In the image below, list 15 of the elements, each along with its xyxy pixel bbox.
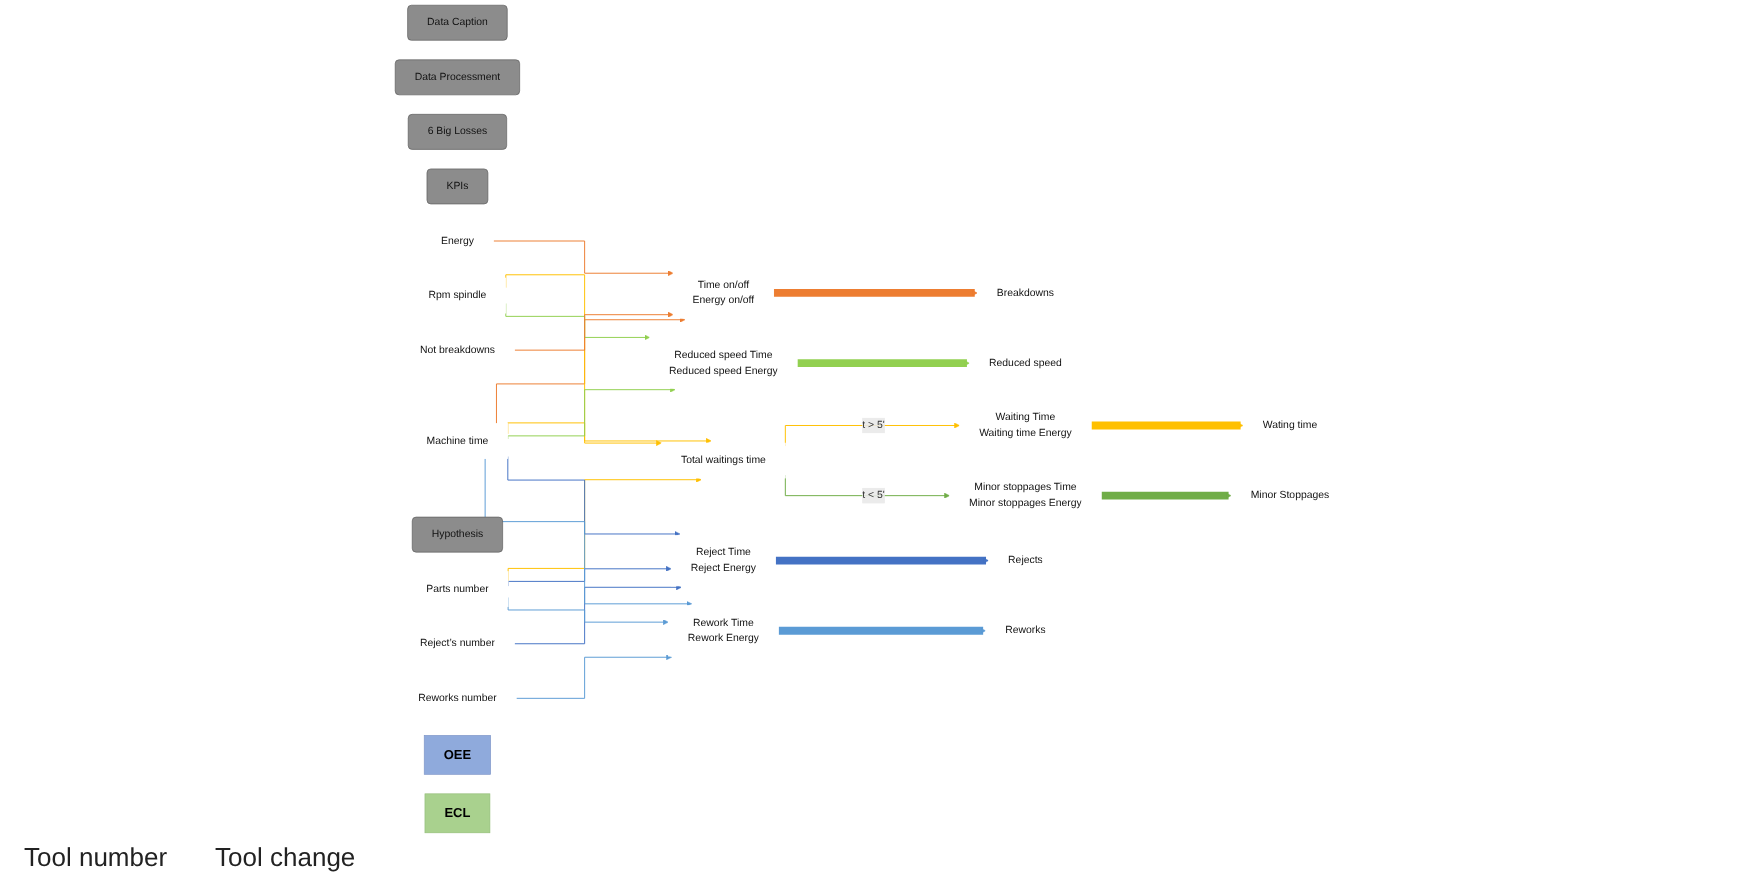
- arrow: [771, 556, 989, 565]
- arrow: [769, 289, 978, 297]
- node-box: [407, 114, 508, 150]
- node-box: [411, 516, 503, 553]
- arrow: [1087, 421, 1244, 430]
- node-box: [407, 4, 508, 41]
- bullet-item-text: Tool number: [24, 842, 168, 872]
- node-box: [424, 793, 491, 834]
- node-box: [394, 59, 521, 96]
- node-box: [426, 168, 489, 205]
- arrow: [793, 359, 970, 368]
- arrow: [774, 626, 987, 635]
- arrow: [1097, 491, 1232, 500]
- bullet-item-text: Tool change: [215, 842, 356, 872]
- node-box: [423, 735, 491, 775]
